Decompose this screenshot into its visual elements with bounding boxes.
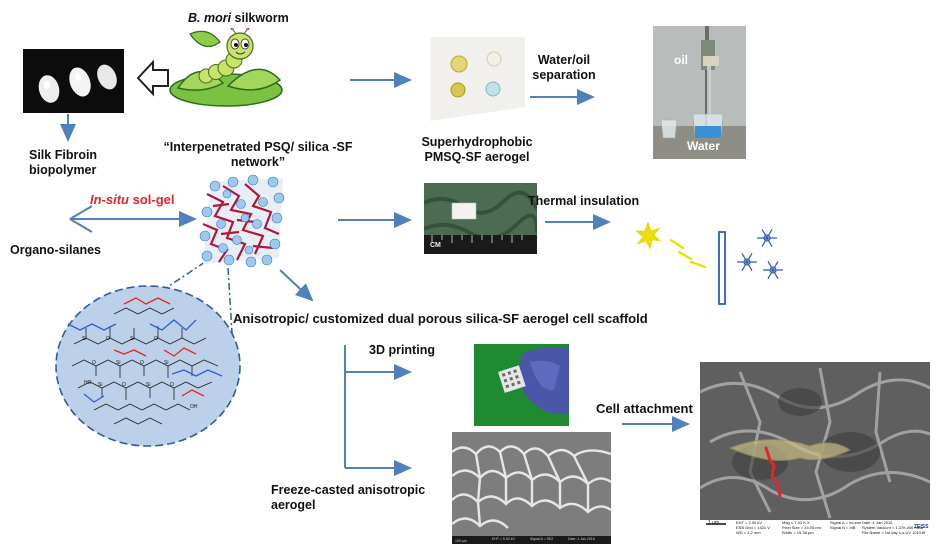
sem-info-col1: EHT = 2.00 kV ESB Grid = 1421 V WD = 1.2… [736,520,770,535]
sem-info-col2: Mag = 7.43 K X Pixel Size = 15.05 nm Wid… [782,520,821,535]
svg-text:Si: Si [164,360,168,366]
insitu-rest: sol-gel [129,192,175,207]
svg-text:O: O [122,382,126,388]
heat-rays [669,238,707,269]
svg-text:100 μm: 100 μm [455,539,467,543]
svg-text:Si: Si [82,336,86,342]
arrow-network-to-scaffold [279,269,314,302]
water-oil-photo [653,26,746,159]
svg-text:O: O [106,336,110,342]
snowflake-icon [737,229,783,279]
cell-attachment-label: Cell attachment [596,401,693,416]
zoom-line-left [147,261,206,301]
insitu-sol-gel-label: In-situ sol-gel [90,192,175,207]
thermal-insulation-label: Thermal insulation [528,194,640,208]
network-label: “Interpenetrated PSQ/ silica -SF network… [163,140,353,169]
superhydrophobic-label: Superhydrophobic PMSQ-SF aerogel [421,135,533,164]
superhydrophobic-photo [430,37,525,127]
water-oil-label: Water/oil separation [532,53,596,82]
svg-text:EHT = 5.00 kV: EHT = 5.00 kV [492,537,515,541]
insitu-italic: In-situ [90,192,129,207]
sem-info-col3: Signal A = InLens Signal B = InB [830,520,862,530]
svg-text:Date :1 Jan 2016: Date :1 Jan 2016 [568,537,595,541]
svg-text:O: O [140,360,144,366]
oil-label: oil [674,53,688,67]
silkworm-cartoon [168,28,286,108]
svg-text:O: O [170,382,174,388]
silk-fibroin-label: Silk Fibroin biopolymer [29,148,98,177]
sem-scale-label: 1 μm [708,520,720,526]
svg-text:Si: Si [98,382,102,388]
sem-info-col4: Date :1 Jan 2016 System Vacuum = 1.37e-0… [862,520,926,535]
cell-attachment-sem-photo: 1 μm EHT = 2.00 kV ESB Grid = 1421 V WD … [700,362,930,538]
silkworm-title-rest: silkworm [231,11,289,25]
thermal-photo [424,183,537,254]
cell-marker [764,446,782,498]
svg-text:Signal A = SE2: Signal A = SE2 [530,537,553,541]
sun-icon [635,222,662,250]
cell-body [728,439,852,461]
svg-text:Si: Si [130,336,134,342]
ruler-cm-label: CM [430,242,441,249]
svg-text:O: O [154,336,158,342]
freeze-cast-sem-photo: 100 μm EHT = 5.00 kV Signal A = SE2 Date :1… [452,432,611,544]
organo-silanes-label: Organo-silanes [10,243,101,257]
insulation-barrier [718,231,726,305]
hollow-arrow-left-icon [136,59,169,97]
svg-text:O: O [92,360,96,366]
svg-text:OH: OH [190,404,198,410]
zeiss-logo: ZEISS [914,524,929,530]
scaffold-title: Anisotropic/ customized dual porous sili… [233,311,648,326]
silkworm-title-italic: B. mori [188,11,232,25]
y-connector [69,205,197,233]
3d-printing-photo [474,344,569,426]
printed-lattice [498,365,526,393]
silkworm-title: B. mori silkworm [188,11,289,26]
freeze-cast-label: Freeze-casted anisotropic aerogel [271,483,426,512]
svg-text:HO: HO [84,380,92,386]
water-label: Water [687,139,720,153]
cocoon-photo [23,49,124,113]
svg-text:Si: Si [146,382,150,388]
svg-text:Si: Si [116,360,120,366]
network-cube [193,174,287,268]
3d-printing-label: 3D printing [369,343,435,357]
scaffold-branch [344,345,412,476]
insulation-graphic [635,222,790,312]
